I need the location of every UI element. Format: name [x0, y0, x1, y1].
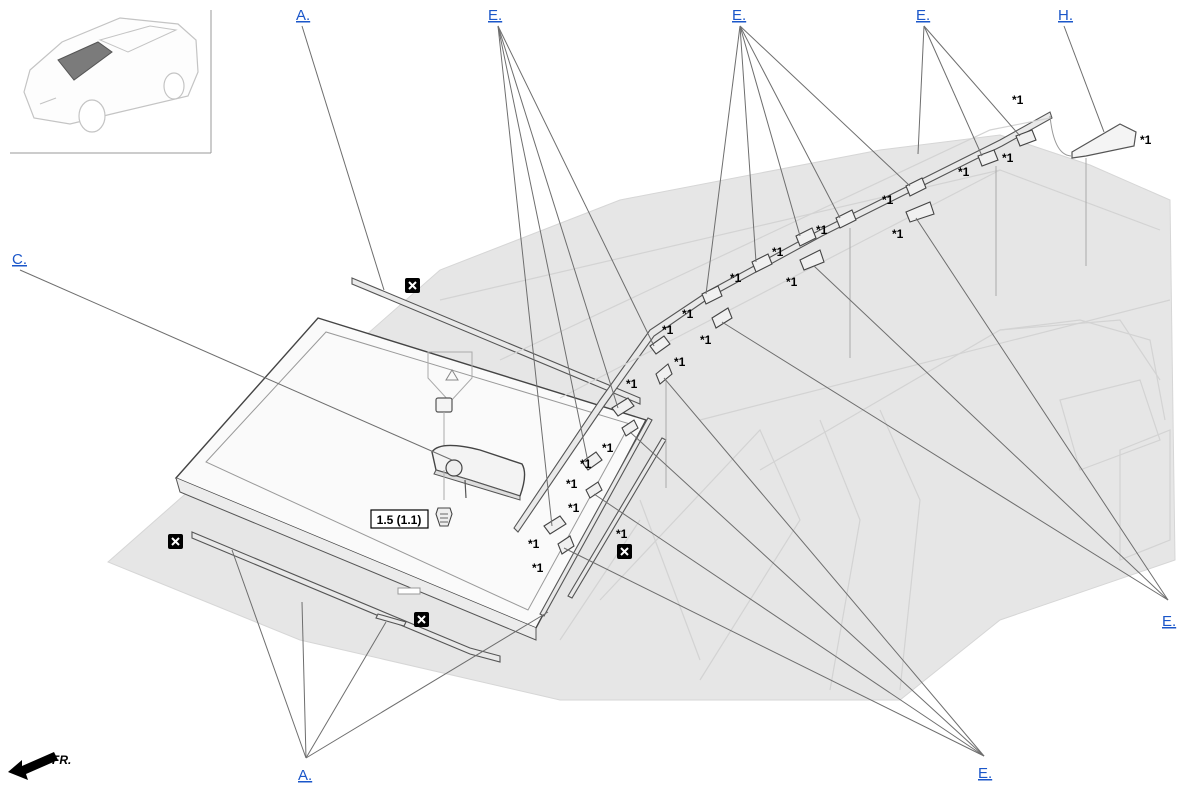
vehicle-thumbnail-icon — [10, 10, 212, 154]
star-note: *1 — [1002, 151, 1014, 165]
torque-spec: 1.5 (1.1) — [370, 509, 429, 529]
callout-e-right[interactable]: E. — [1162, 613, 1176, 630]
star-note: *1 — [682, 307, 694, 321]
star-note: *1 — [662, 323, 674, 337]
x-in-box-icon — [617, 544, 632, 559]
star-note: *1 — [566, 477, 578, 491]
star-note: *1 — [674, 355, 686, 369]
windshield-side-molding[interactable] — [513, 111, 1053, 533]
star-note: *1 — [626, 377, 638, 391]
leader-lines — [19, 25, 1169, 759]
callout-e-3[interactable]: E. — [916, 7, 930, 24]
mirror-screw — [435, 470, 453, 527]
star-note: *1 — [786, 275, 798, 289]
front-label: FR. — [52, 753, 71, 767]
callout-a-bottom[interactable]: A. — [298, 767, 312, 784]
star-notes: *1 *1 *1 *1 *1 *1 *1 *1 *1 *1 *1 *1 *1 *… — [528, 93, 1152, 575]
star-note: *1 — [602, 441, 614, 455]
windshield-lower-molding[interactable] — [191, 531, 501, 663]
star-note: *1 — [882, 193, 894, 207]
star-note: *1 — [568, 501, 580, 515]
callout-e-1[interactable]: E. — [488, 7, 502, 24]
x-in-box-icon — [405, 278, 420, 293]
star-note: *1 — [772, 245, 784, 259]
front-direction-arrow-icon: FR. — [8, 752, 71, 780]
callout-e-bottom[interactable]: E. — [978, 765, 992, 782]
star-note: *1 — [700, 333, 712, 347]
callout-a-top[interactable]: A. — [296, 7, 310, 24]
x-in-box-icon — [414, 612, 429, 627]
x-in-box-icon — [168, 534, 183, 549]
windshield-glass[interactable] — [174, 317, 648, 641]
star-note: *1 — [730, 271, 742, 285]
star-note: *1 — [532, 561, 544, 575]
star-note: *1 — [580, 457, 592, 471]
svg-text:1.5 (1.1): 1.5 (1.1) — [377, 513, 422, 527]
locator-drop-lines — [665, 158, 1087, 488]
molding-end-cap[interactable] — [1049, 115, 1137, 159]
star-note: *1 — [528, 537, 540, 551]
star-note: *1 — [1140, 133, 1152, 147]
star-note: *1 — [1012, 93, 1024, 107]
star-note: *1 — [892, 227, 904, 241]
star-note: *1 — [816, 223, 828, 237]
star-note: *1 — [958, 165, 970, 179]
rearview-mirror[interactable] — [431, 397, 526, 501]
callout-h[interactable]: H. — [1058, 7, 1073, 24]
star-note: *1 — [616, 527, 628, 541]
retainer-clips[interactable] — [543, 129, 1037, 555]
callout-e-2[interactable]: E. — [732, 7, 746, 24]
windshield-top-molding[interactable] — [351, 277, 641, 405]
callout-c[interactable]: C. — [12, 251, 27, 268]
